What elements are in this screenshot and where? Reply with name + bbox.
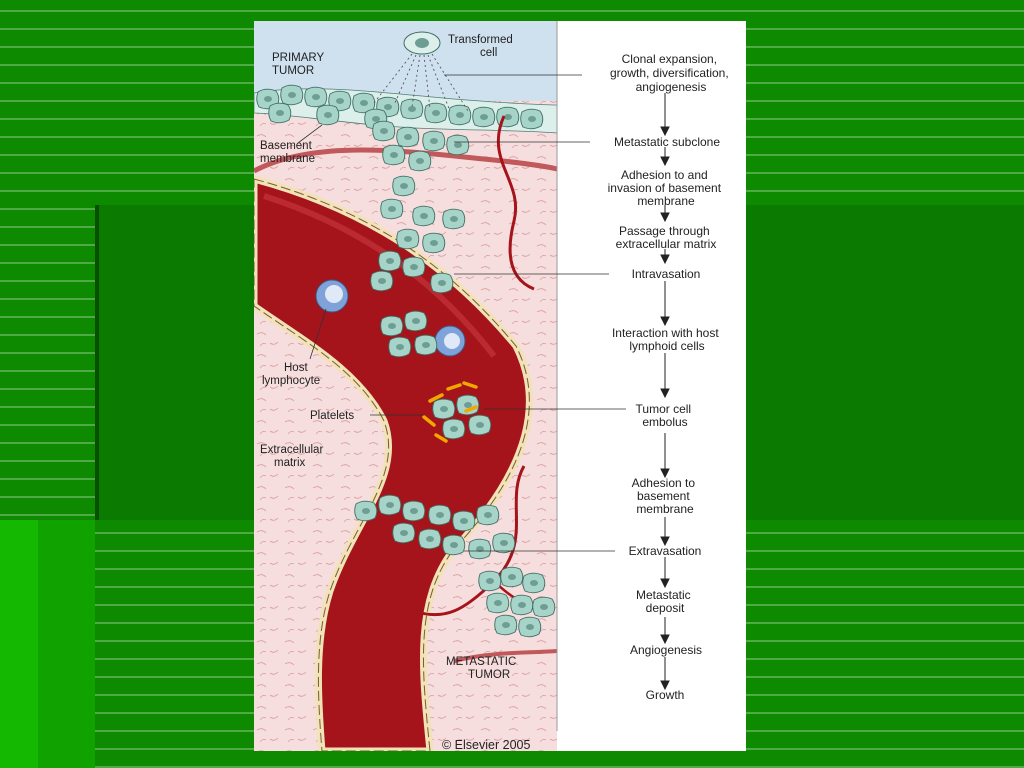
platelets-cluster <box>422 381 478 443</box>
background-slab-mid <box>38 520 95 768</box>
step-angiogenesis: Angiogenesis <box>630 643 702 657</box>
metastasis-diagram: PRIMARY TUMOR Transformed cell Basement … <box>254 21 732 751</box>
flow-arrows <box>660 93 670 691</box>
basement-membrane-upper <box>254 147 558 174</box>
step-clonal-expansion: Clonal expansion, growth, diversificatio… <box>610 52 732 94</box>
extracellular-matrix-label: Extracellular matrix <box>260 444 326 469</box>
copyright-text: © Elsevier 2005 <box>442 738 530 751</box>
step-adhesion-basement: Adhesion to basement membrane <box>632 476 699 516</box>
platelets-label: Platelets <box>310 410 354 422</box>
lymphocyte-second <box>434 325 466 357</box>
basement-membrane-label: Basement membrane <box>260 140 315 165</box>
transformed-cell-label: Transformed cell <box>448 34 516 59</box>
step-extravasation: Extravasation <box>629 544 702 558</box>
primary-tumor-label: PRIMARY TUMOR <box>272 52 327 77</box>
step-metastatic-deposit: Metastatic deposit <box>636 588 694 615</box>
capillary-upper <box>496 115 535 291</box>
steps-column: Clonal expansion, growth, diversificatio… <box>608 52 732 702</box>
step-passage-matrix: Passage through extracellular matrix <box>616 224 717 251</box>
host-lymphocyte-label: Host lymphocyte <box>262 362 320 387</box>
metastasis-figure: PRIMARY TUMOR Transformed cell Basement … <box>254 21 746 751</box>
blood-vessel <box>254 175 533 751</box>
step-growth: Growth <box>646 688 685 702</box>
step-metastatic-subclone: Metastatic subclone <box>614 135 720 149</box>
basement-membrane-lower <box>453 649 558 663</box>
host-lymphocyte <box>315 279 349 313</box>
metastatic-tumor-label: METASTATIC TUMOR <box>446 656 519 681</box>
step-intravasation: Intravasation <box>632 267 701 281</box>
leader-lines <box>444 74 626 552</box>
step-adhesion-invasion: Adhesion to and invasion of basement mem… <box>608 168 725 208</box>
step-host-interaction: Interaction with host lymphoid cells <box>612 326 722 353</box>
transformed-cell-rays <box>373 53 469 112</box>
step-tumor-embolus: Tumor cell embolus <box>636 402 695 429</box>
background-slab-edge <box>95 205 99 520</box>
